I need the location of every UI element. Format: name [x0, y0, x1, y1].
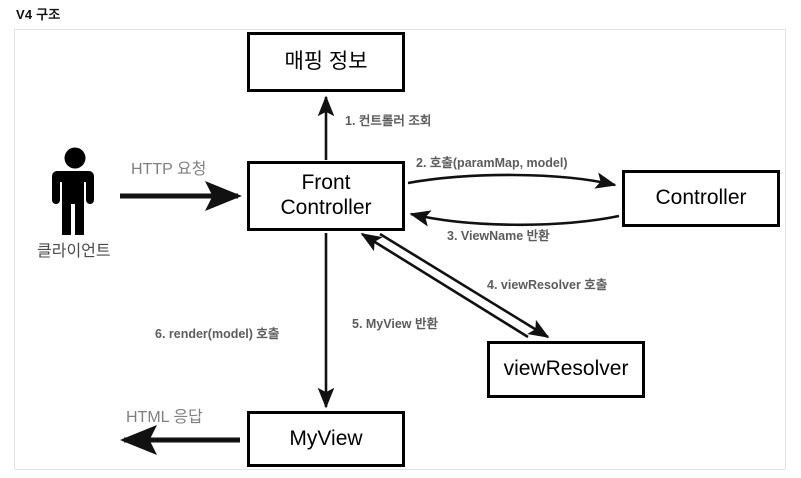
node-mapping-info-label: 매핑 정보	[284, 49, 368, 73]
node-front-controller-line2: Controller	[280, 196, 372, 219]
node-my-view-label: MyView	[289, 426, 363, 450]
person-icon	[52, 147, 94, 235]
edge-label-step-6: 6. render(model) 호출	[155, 327, 280, 341]
node-front-controller[interactable]: Front Controller	[247, 161, 405, 231]
node-mapping-info[interactable]: 매핑 정보	[247, 32, 405, 92]
label-client: 클라이언트	[37, 243, 111, 260]
label-html-response: HTML 응답	[126, 409, 203, 426]
edge-label-step-1: 1. 컨트롤러 조회	[345, 114, 432, 128]
edge-label-step-5: 5. MyView 반환	[352, 317, 438, 331]
node-front-controller-label: Front Controller	[280, 171, 371, 221]
node-controller[interactable]: Controller	[622, 170, 780, 227]
node-view-resolver-label: viewResolver	[503, 357, 629, 381]
label-http-request: HTTP 요청	[131, 161, 207, 178]
edge-label-step-3: 3. ViewName 반환	[447, 229, 550, 243]
edge-label-step-2: 2. 호출(paramMap, model)	[416, 156, 568, 170]
node-front-controller-line1: Front	[301, 171, 351, 195]
node-controller-label: Controller	[655, 186, 747, 210]
node-my-view[interactable]: MyView	[247, 411, 405, 467]
node-view-resolver[interactable]: viewResolver	[487, 341, 645, 398]
page-title: V4 구조	[16, 7, 61, 22]
edge-label-step-4: 4. viewResolver 호출	[487, 278, 608, 292]
